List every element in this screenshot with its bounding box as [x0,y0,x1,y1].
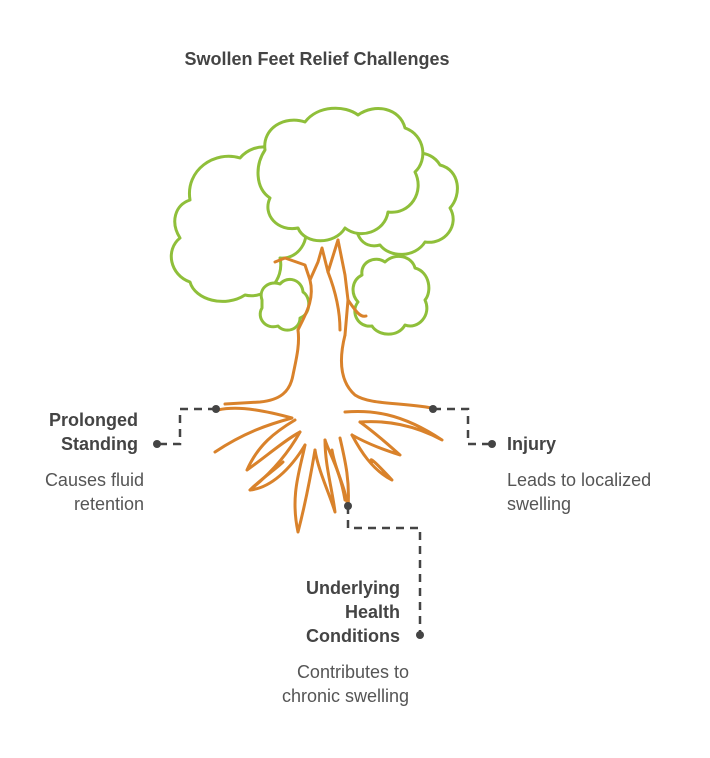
connector-dot [153,440,161,448]
cause-description-injury: Leads to localized swelling [507,468,697,516]
connector-underlying [346,506,422,635]
connector-dot [212,405,220,413]
connector-dot [429,405,437,413]
description-line: Contributes to [296,662,409,682]
description-line: Causes fluid [44,470,144,490]
connectors [160,407,490,635]
heading-line: Standing [61,434,138,454]
tree-trunk [213,238,444,534]
description-line: Leads to localized [507,470,652,490]
connector-prolonged [160,407,216,446]
cause-heading-injury: Injury [507,432,627,456]
connector-dots [153,405,496,639]
connector-dot [344,502,352,510]
heading-line: Conditions [306,626,400,646]
description-line: swelling [507,494,572,514]
description-line: chronic swelling [281,686,409,706]
connector-dot [488,440,496,448]
heading-line: Health [344,602,400,622]
heading-line: Injury [507,434,557,454]
connector-dot [416,631,424,639]
heading-line: Underlying [305,578,400,598]
connector-injury [433,407,490,446]
heading-line: Prolonged [49,410,138,430]
cause-heading-underlying-health-conditions: Underlying Health Conditions [262,576,400,648]
tree-foliage [169,106,459,336]
cause-description-underlying-health-conditions: Contributes to chronic swelling [240,660,409,708]
diagram-title: Swollen Feet Relief Challenges [184,49,450,69]
cause-heading-prolonged-standing: Prolonged Standing [20,408,138,456]
cause-description-prolonged-standing: Causes fluid retention [10,468,144,516]
description-line: retention [73,494,144,514]
